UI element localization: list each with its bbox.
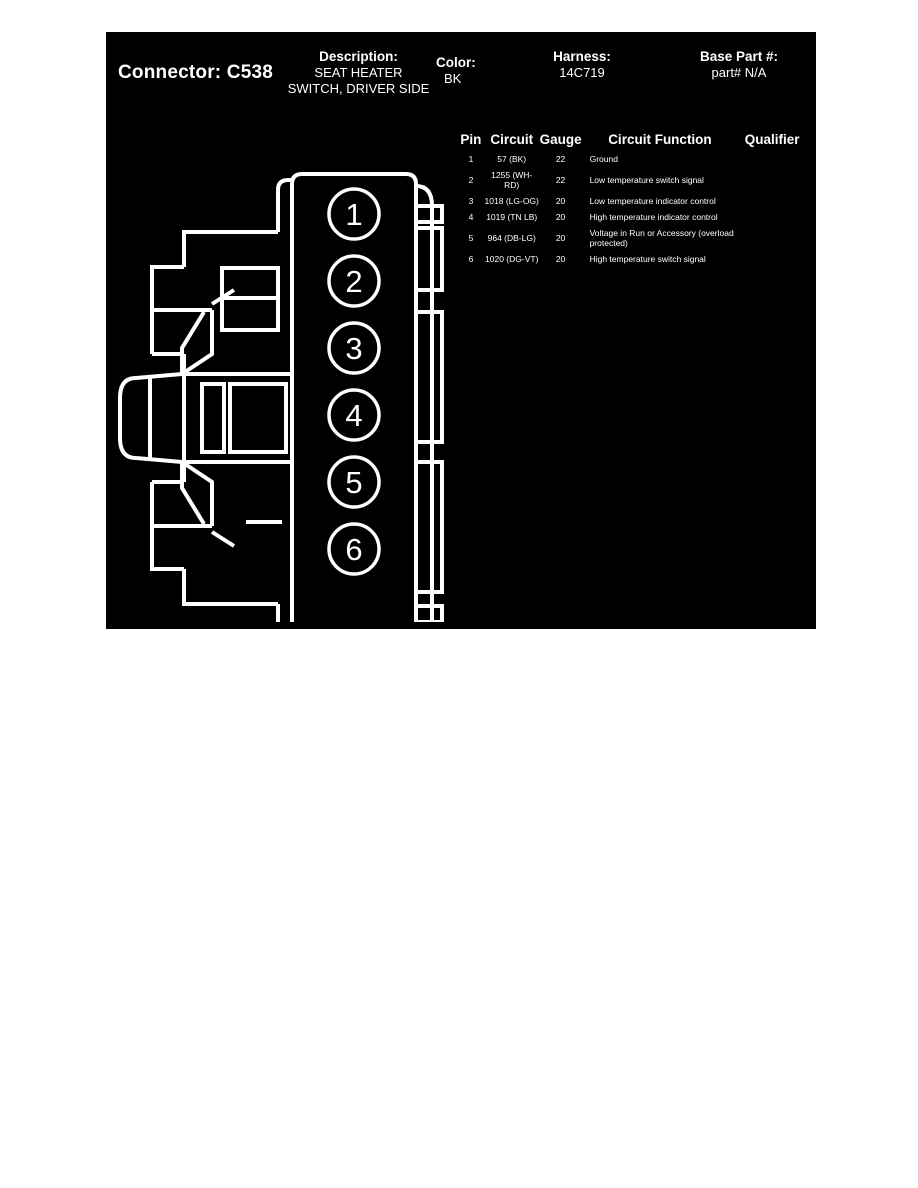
bottom-left-notch — [276, 604, 280, 622]
description-label: Description: — [319, 49, 398, 64]
lower-latch-diagonal — [180, 462, 206, 526]
right-tab-outer-shell — [415, 184, 434, 622]
right-tab-2 — [414, 226, 444, 292]
connector-outline-group — [118, 172, 444, 622]
center-boss-outer — [182, 372, 294, 464]
harness-block: Harness: 14C719 — [512, 49, 652, 80]
description-line1: SEAT HEATER — [314, 65, 403, 80]
upper-step-2 — [150, 265, 184, 302]
base-part-value: part# N/A — [711, 65, 767, 80]
center-boss-rib — [200, 382, 226, 454]
cell-circuit: 964 (DB-LG) — [487, 233, 536, 243]
pin-number-label: 4 — [345, 398, 362, 433]
cell-circuit: 1019 (TN LB) — [486, 212, 538, 222]
cell-pin: 4 — [468, 212, 474, 222]
pin-circle — [327, 321, 381, 375]
upper-step-1 — [182, 230, 278, 267]
cell-qualifier — [738, 209, 806, 225]
connector-diagram-panel: Connector: C538 Description: SEAT HEATER… — [106, 32, 816, 629]
color-label: Color: — [436, 55, 476, 70]
pin-circle — [327, 388, 381, 442]
column-header-pin: Pin — [460, 132, 482, 147]
description-line2: SWITCH, DRIVER SIDE — [287, 81, 430, 96]
harness-value: 14C719 — [559, 65, 605, 80]
cell-function: Low temperature indicator control — [589, 196, 716, 206]
base-part-label: Base Part #: — [699, 49, 779, 64]
barrel-bottom-link — [135, 456, 183, 464]
cell-function: High temperature switch signal — [589, 254, 706, 264]
right-tab-5 — [414, 604, 444, 622]
cell-qualifier — [738, 167, 806, 193]
cell-qualifier — [738, 225, 806, 251]
pin-number-label: 1 — [345, 197, 362, 232]
table-row: 1 57 (BK) 22 Ground — [458, 151, 806, 167]
column-header-qualifier: Qualifier — [744, 132, 800, 147]
cell-circuit: 1018 (LG-OG) — [484, 196, 539, 206]
pin-table-header-row: Pin Circuit Gauge Circuit Function Quali… — [458, 132, 806, 151]
lower-step-1 — [182, 569, 278, 606]
cell-pin: 6 — [468, 254, 474, 264]
connector-body-outline — [290, 172, 418, 622]
harness-label: Harness: — [553, 49, 611, 64]
cell-gauge: 22 — [555, 175, 566, 185]
table-row: 6 1020 (DG-VT) 20 High temperature switch s… — [458, 251, 806, 267]
top-left-notch — [276, 178, 292, 232]
cell-pin: 5 — [468, 233, 474, 243]
description-block: Description: SEAT HEATER SWITCH, DRIVER … — [266, 49, 451, 97]
right-tab-3 — [414, 310, 444, 444]
lower-step-2 — [150, 534, 184, 571]
pin-number-label: 2 — [345, 264, 362, 299]
color-block: Color: BK — [434, 55, 496, 86]
column-header-circuit: Circuit — [490, 132, 534, 147]
table-row: 3 1018 (LG-OG) 20 Low temperature indicator… — [458, 193, 806, 209]
cell-pin: 3 — [468, 196, 474, 206]
cell-circuit: 1255 (WH-RD) — [491, 170, 533, 190]
cell-gauge: 20 — [555, 233, 566, 243]
table-row: 5 964 (DB-LG) 20 Voltage in Run or Accessor… — [458, 225, 806, 251]
cell-function: Voltage in Run or Accessory (overload pr… — [589, 228, 734, 248]
connector-svg: 1 2 3 4 5 6 — [118, 172, 444, 622]
pin-circle — [327, 455, 381, 509]
left-barrel-arc — [118, 376, 137, 460]
pin-number-label: 3 — [345, 331, 362, 366]
cell-pin: 2 — [468, 175, 474, 185]
pin-number-label: 5 — [345, 465, 362, 500]
connector-illustration: 1 2 3 4 5 6 — [106, 122, 466, 622]
pin-circle — [327, 254, 381, 308]
cell-circuit: 1020 (DG-VT) — [485, 254, 539, 264]
center-boss-inner — [228, 382, 288, 454]
cell-gauge: 20 — [555, 212, 566, 222]
cell-function: High temperature indicator control — [589, 212, 718, 222]
upper-latch-diagonal — [180, 310, 206, 374]
cell-pin: 1 — [468, 154, 474, 164]
lower-latch-arm — [180, 460, 214, 526]
pin-circle-group: 1 2 3 4 5 6 — [327, 187, 381, 576]
pin-circle — [327, 522, 381, 576]
cell-circuit: 57 (BK) — [497, 154, 527, 164]
table-row: 4 1019 (TN LB) 20 High temperature indicato… — [458, 209, 806, 225]
cell-gauge: 22 — [555, 154, 566, 164]
pin-circle — [327, 187, 381, 241]
column-header-gauge: Gauge — [539, 132, 582, 147]
connector-title: Connector: C538 — [118, 62, 274, 83]
cell-function: Ground — [589, 154, 618, 164]
base-part-block: Base Part #: part# N/A — [664, 49, 814, 80]
column-header-function: Circuit Function — [608, 132, 712, 147]
pin-table: Pin Circuit Gauge Circuit Function Quali… — [458, 132, 806, 267]
color-value: BK — [444, 71, 462, 86]
cell-qualifier — [738, 193, 806, 209]
cell-qualifier — [738, 151, 806, 167]
cell-qualifier — [738, 251, 806, 267]
right-tab-4 — [414, 460, 444, 594]
barrel-top-link — [135, 372, 183, 380]
lower-latch-tip — [210, 530, 236, 548]
cell-function: Low temperature switch signal — [589, 175, 704, 185]
cell-gauge: 20 — [555, 196, 566, 206]
right-tab-1 — [414, 204, 444, 224]
table-row: 2 1255 (WH-RD) 22 Low temperature switch si… — [458, 167, 806, 193]
pin-number-label: 6 — [345, 532, 362, 567]
cell-gauge: 20 — [555, 254, 566, 264]
upper-latch-arm — [180, 310, 214, 376]
